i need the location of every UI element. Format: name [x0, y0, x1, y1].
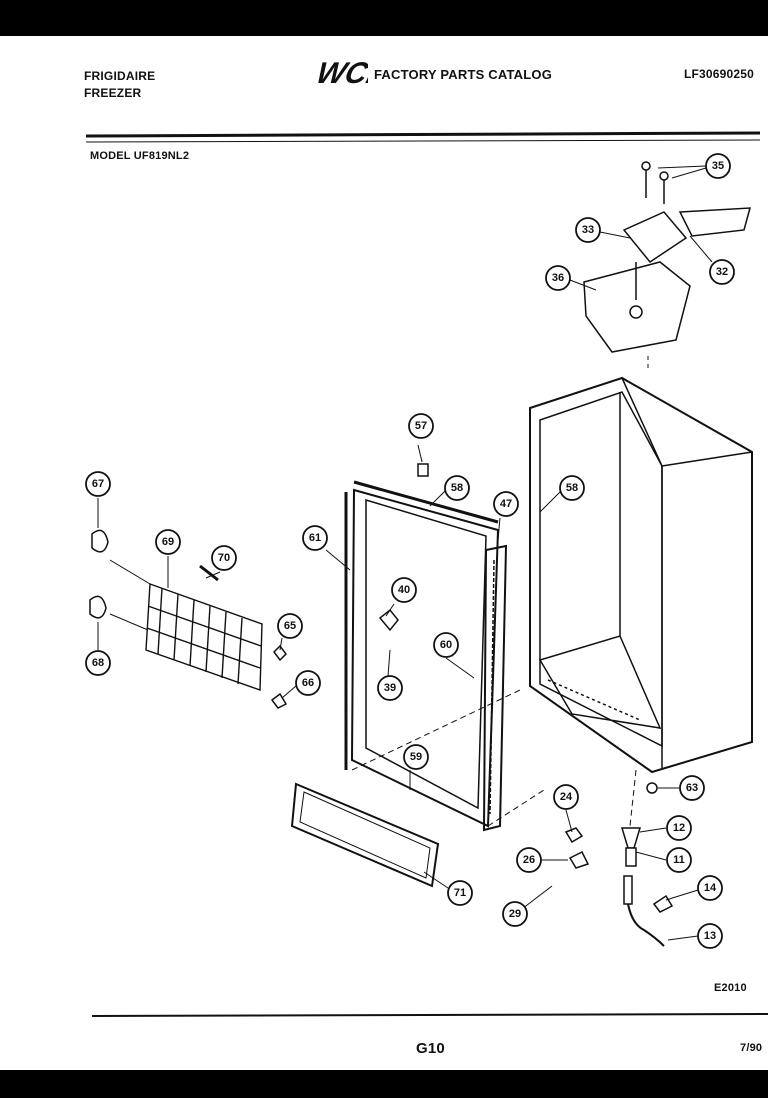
svg-text:36: 36: [552, 272, 564, 284]
footer-rule: [91, 1013, 768, 1017]
svg-text:58: 58: [566, 482, 578, 494]
callout-58-cabinet: 58: [559, 475, 585, 501]
wci-logo-mark: WCI: [313, 56, 368, 88]
callout-47: 47: [493, 491, 519, 517]
callout-60: 60: [433, 632, 459, 658]
svg-text:65: 65: [284, 620, 296, 632]
toe-grille: [145, 583, 263, 691]
svg-text:58: 58: [451, 482, 463, 494]
door-assembly: [344, 480, 508, 832]
callout-68: 68: [85, 650, 111, 676]
svg-text:11: 11: [673, 854, 685, 866]
callout-35: 35: [705, 153, 731, 179]
callout-66: 66: [295, 670, 321, 696]
svg-text:70: 70: [218, 552, 230, 564]
svg-text:33: 33: [582, 224, 594, 236]
svg-text:40: 40: [398, 584, 410, 596]
callout-59: 59: [403, 744, 429, 770]
freezer-cabinet: [529, 376, 753, 774]
callout-14: 14: [697, 875, 723, 901]
model-number: MODEL UF819NL2: [90, 150, 190, 162]
logo-text: WCI: [313, 56, 368, 88]
callout-57: 57: [408, 413, 434, 439]
product-name: FREEZER: [84, 86, 142, 100]
callout-65: 65: [277, 613, 303, 639]
brand-block: FRIGIDAIRE FREEZER: [84, 68, 155, 102]
callout-61: 61: [302, 525, 328, 551]
svg-text:14: 14: [704, 882, 717, 894]
kick-plate: [290, 782, 440, 888]
callout-39: 39: [377, 675, 403, 701]
svg-text:24: 24: [560, 791, 573, 803]
figure-code: E2010: [714, 982, 747, 994]
callout-63: 63: [679, 775, 705, 801]
svg-text:67: 67: [92, 478, 104, 490]
svg-text:26: 26: [523, 854, 535, 866]
callout-33: 33: [575, 217, 601, 243]
svg-text:29: 29: [509, 908, 521, 920]
svg-text:32: 32: [716, 266, 728, 278]
catalog-number: LF30690250: [684, 67, 755, 81]
callout-71: 71: [447, 880, 473, 906]
svg-text:13: 13: [704, 930, 716, 942]
page-number: G10: [416, 1040, 445, 1057]
callout-26: 26: [516, 847, 542, 873]
svg-text:61: 61: [309, 532, 321, 544]
date-code: 7/90: [740, 1042, 763, 1054]
callout-13: 13: [697, 923, 723, 949]
svg-text:71: 71: [454, 887, 466, 899]
ice-maker-assembly: [583, 161, 751, 353]
svg-text:59: 59: [410, 751, 422, 763]
catalog-title: FACTORY PARTS CATALOG: [374, 67, 553, 82]
brand-name: FRIGIDAIRE: [84, 69, 156, 83]
callout-12: 12: [666, 815, 692, 841]
callout-67: 67: [85, 471, 111, 497]
callout-70: 70: [211, 545, 237, 571]
hardware-parts: [89, 463, 674, 947]
svg-text:39: 39: [384, 682, 396, 694]
svg-text:47: 47: [500, 498, 512, 510]
callout-40: 40: [391, 577, 417, 603]
svg-text:63: 63: [686, 782, 698, 794]
callout-36: 36: [545, 265, 571, 291]
callout-32: 32: [709, 259, 735, 285]
header-rules: [85, 131, 761, 143]
svg-text:57: 57: [415, 420, 427, 432]
wci-logo: WCI: [313, 56, 368, 88]
svg-text:60: 60: [440, 639, 452, 651]
callout-58-door: 58: [444, 475, 470, 501]
svg-text:66: 66: [302, 677, 314, 689]
svg-text:35: 35: [712, 160, 724, 172]
svg-text:68: 68: [92, 657, 104, 669]
callout-24: 24: [553, 784, 579, 810]
callout-69: 69: [155, 529, 181, 555]
svg-text:12: 12: [673, 822, 685, 834]
callout-29: 29: [502, 901, 528, 927]
svg-text:69: 69: [162, 536, 174, 548]
callout-11: 11: [666, 847, 692, 873]
